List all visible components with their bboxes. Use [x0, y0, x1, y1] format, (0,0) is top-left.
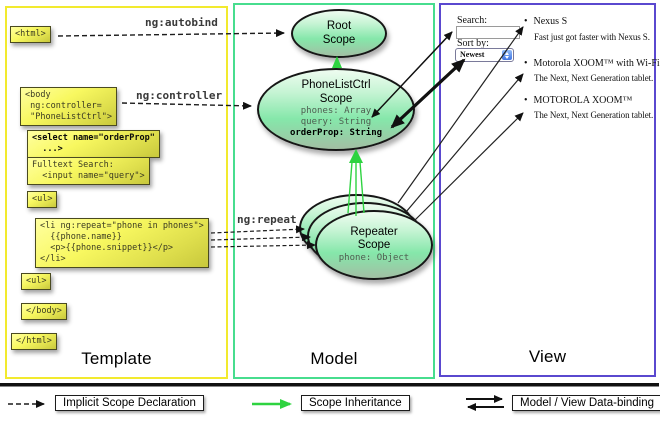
- model-panel: Model: [233, 3, 435, 379]
- prop-phone: phone: Object: [338, 252, 410, 263]
- legend-scope-inheritance-box: Scope Inheritance: [301, 395, 410, 411]
- phonelistctrl-scope-title: PhoneListCtrl Scope: [301, 79, 371, 105]
- code-box-html-close: </html>: [11, 333, 57, 351]
- sort-dropdown-value: Newest: [460, 50, 485, 59]
- sort-dropdown[interactable]: Newest: [455, 48, 514, 62]
- prop-query: query: String: [300, 117, 372, 128]
- dropdown-stepper-icon: [502, 50, 512, 60]
- template-panel-label: Template: [81, 349, 152, 368]
- view-panel-label: View: [528, 347, 567, 366]
- search-input[interactable]: [456, 26, 520, 39]
- phone-item-name: •Motorola XOOM™ with Wi-Fi: [524, 58, 660, 69]
- phone-item-name: •Nexus S: [524, 16, 568, 27]
- root-scope-title: Root Scope: [322, 20, 356, 46]
- legend-databinding-box: Model / View Data-binding: [512, 395, 660, 411]
- ng-controller-label: ng:controller: [136, 89, 223, 102]
- phone-item-desc: The Next, Next Generation tablet.: [534, 73, 654, 83]
- phone-item-desc: Fast just got faster with Nexus S.: [534, 32, 650, 42]
- prop-phones: phones: Array: [300, 105, 372, 116]
- phonelistctrl-scope-ellipse: PhoneListCtrl Scope phones: Array query:…: [257, 68, 415, 151]
- bullet-icon: •: [524, 58, 528, 69]
- root-scope-ellipse: Root Scope: [291, 9, 387, 58]
- repeater-scope-ellipse-front: Repeater Scope phone: Object: [315, 210, 433, 280]
- code-box-fulltext-search: Fulltext Search: <input name="query">: [27, 157, 150, 186]
- bullet-icon: •: [524, 16, 528, 27]
- legend-separator: [0, 383, 659, 387]
- model-panel-label: Model: [310, 349, 358, 368]
- search-label: Search:: [457, 15, 487, 26]
- code-box-ul-open: <ul>: [27, 191, 58, 209]
- repeater-scope-title: Repeater Scope: [350, 226, 398, 252]
- prop-orderprop: orderProp: String: [289, 128, 383, 139]
- code-box-select: <select name="orderProp" ...>: [27, 130, 160, 159]
- phone-item-desc: The Next, Next Generation tablet.: [534, 110, 654, 120]
- ng-autobind-label: ng:autobind: [145, 16, 218, 29]
- legend-databinding-arrows-icon: [466, 395, 504, 411]
- ng-repeat-label: ng:repeat: [237, 213, 297, 226]
- code-box-ul-close: <ul>: [21, 273, 52, 291]
- legend-implicit-scope-box: Implicit Scope Declaration: [55, 395, 204, 411]
- phone-item-name: •MOTOROLA XOOM™: [524, 95, 633, 106]
- code-box-body-open: <body ng:controller= "PhoneListCtrl">: [20, 87, 117, 127]
- code-box-li-repeat: <li ng:repeat="phone in phones"> {{phone…: [35, 218, 209, 269]
- bullet-icon: •: [524, 95, 528, 106]
- code-box-html-open: <html>: [10, 26, 51, 44]
- code-box-body-close: </body>: [21, 303, 67, 321]
